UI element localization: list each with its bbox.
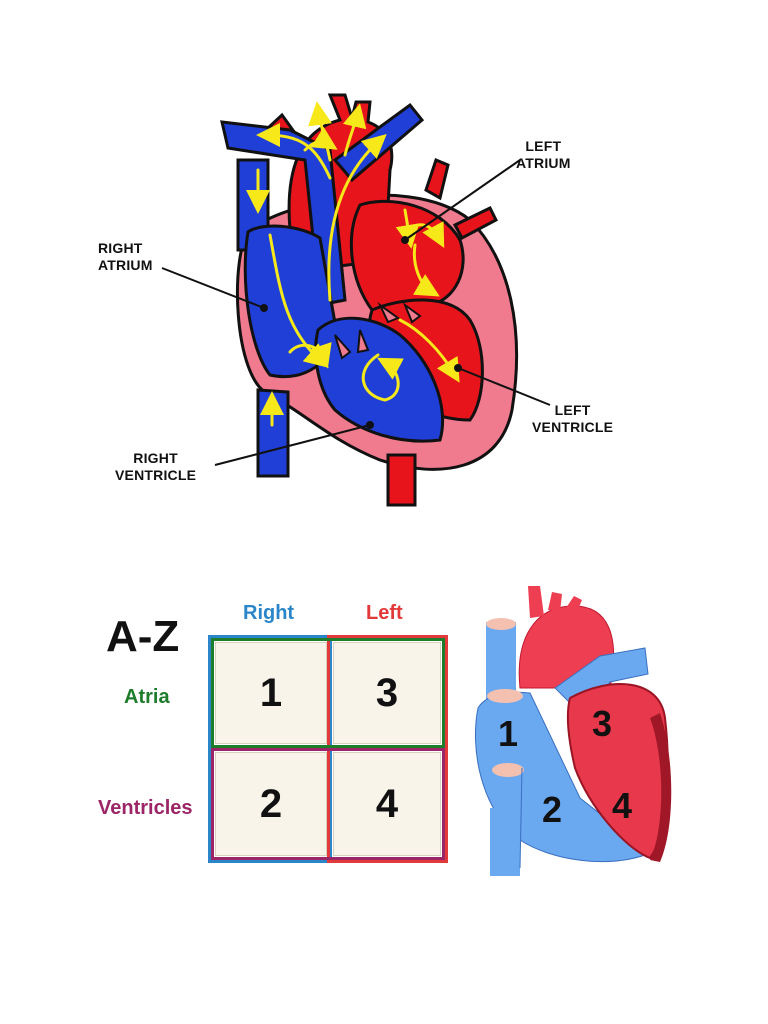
simple-heart-diagram: 1 2 3 4 xyxy=(460,578,680,878)
column-header-left: Left xyxy=(366,602,403,625)
column-header-right: Right xyxy=(243,602,294,625)
grid-cell-right-atrium: 1 xyxy=(215,642,327,744)
grid-cell-left-atrium: 3 xyxy=(333,642,441,744)
simple-heart-number-2: 2 xyxy=(542,789,562,830)
simple-heart-number-4: 4 xyxy=(612,785,632,826)
simple-heart-number-1: 1 xyxy=(498,713,518,754)
grid-cell-right-ventricle: 2 xyxy=(215,752,327,856)
label-left-ventricle: LEFT VENTRICLE xyxy=(532,402,613,436)
label-right-ventricle: RIGHT VENTRICLE xyxy=(115,450,196,484)
row-header-atria: Atria xyxy=(124,686,170,709)
grid-cell-left-ventricle: 4 xyxy=(333,752,441,856)
label-left-atrium: LEFT ATRIUM xyxy=(516,138,571,172)
row-header-ventricles: Ventricles xyxy=(98,797,193,820)
descending-aorta xyxy=(388,455,415,505)
label-right-atrium: RIGHT ATRIUM xyxy=(98,240,153,274)
simple-heart-number-3: 3 xyxy=(592,703,612,744)
az-title: A-Z xyxy=(106,612,179,662)
